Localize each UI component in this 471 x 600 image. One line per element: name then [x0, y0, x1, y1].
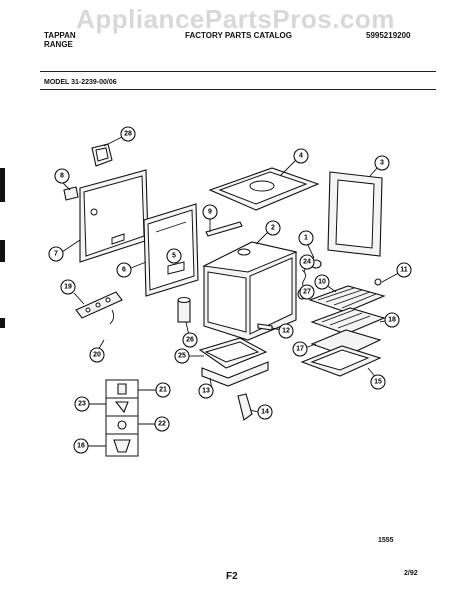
model-rule	[40, 89, 436, 90]
callout-23: 23	[74, 396, 90, 412]
callout-19: 19	[60, 279, 76, 295]
part-door-frame	[327, 171, 383, 257]
part-drawer	[198, 337, 268, 369]
drawing-number: 1555	[378, 537, 394, 544]
callout-26: 26	[182, 332, 198, 348]
catalog-title: FACTORY PARTS CATALOG	[185, 31, 292, 40]
page-number: F2	[226, 571, 238, 582]
callout-18: 18	[384, 312, 400, 328]
part-side-panel	[79, 169, 149, 263]
callout-3-label: 3	[380, 160, 384, 167]
callout-6: 6	[116, 262, 132, 278]
callout-4-label: 4	[299, 153, 303, 160]
callout-28: 28	[120, 126, 136, 142]
callout-8-label: 8	[60, 173, 64, 180]
callout-11-label: 11	[400, 267, 408, 274]
callout-11: 11	[396, 262, 412, 278]
callout-21: 21	[155, 382, 171, 398]
binding-mark	[0, 168, 5, 202]
part-bracket	[91, 143, 113, 167]
part-base	[201, 361, 269, 387]
part-leg	[257, 323, 273, 331]
callout-7: 7	[48, 246, 64, 262]
callout-14-label: 14	[261, 409, 269, 416]
part-oven-rack	[308, 285, 386, 313]
callout-17: 17	[292, 341, 308, 357]
callout-9-label: 9	[208, 209, 212, 216]
callout-2-label: 2	[271, 225, 275, 232]
callout-22: 22	[154, 416, 170, 432]
brand-line-2: RANGE	[44, 40, 73, 49]
callout-26-label: 26	[186, 337, 194, 344]
part-drawer-frame	[300, 345, 382, 377]
catalog-number: 5995219200	[366, 31, 411, 40]
binding-mark	[0, 318, 5, 328]
callout-21-label: 21	[159, 387, 167, 394]
callout-1-label: 1	[304, 235, 308, 242]
callout-7-label: 7	[54, 251, 58, 258]
callout-25-label: 25	[178, 353, 186, 360]
binding-mark	[0, 240, 5, 262]
part-screw	[374, 278, 382, 286]
callout-24: 24	[299, 254, 315, 270]
callout-9: 9	[202, 204, 218, 220]
revision-date: 2/92	[404, 570, 418, 577]
part-cylinder	[177, 297, 191, 323]
callout-5-label: 5	[172, 253, 176, 260]
header-rule	[40, 71, 436, 72]
callout-4: 4	[293, 148, 309, 164]
callout-19-label: 19	[64, 284, 72, 291]
part-probe	[237, 393, 253, 421]
callout-25: 25	[174, 348, 190, 364]
brand-line-1: TAPPAN	[44, 31, 76, 40]
part-valve-assembly	[75, 291, 123, 325]
callout-10: 10	[314, 274, 330, 290]
callout-13: 13	[198, 383, 214, 399]
part-top-panel	[208, 167, 320, 211]
model-number: MODEL 31-2239-00/06	[44, 79, 117, 86]
callout-13-label: 13	[202, 388, 210, 395]
callout-27: 27	[299, 284, 315, 300]
callout-16: 16	[73, 438, 89, 454]
callout-20-label: 20	[93, 352, 101, 359]
callout-17-label: 17	[296, 346, 304, 353]
part-hardware-kit	[105, 379, 139, 457]
callout-15-label: 15	[374, 379, 382, 386]
callout-24-label: 24	[303, 259, 311, 266]
callout-23-label: 23	[78, 401, 86, 408]
callout-14: 14	[257, 404, 273, 420]
callout-18-label: 18	[388, 317, 396, 324]
callout-2: 2	[265, 220, 281, 236]
watermark: AppliancePartsPros.com	[76, 4, 395, 34]
part-oven-body	[202, 241, 298, 341]
callout-12-label: 12	[282, 328, 290, 335]
callout-1: 1	[298, 230, 314, 246]
part-pad	[63, 186, 79, 201]
callout-20: 20	[89, 347, 105, 363]
callout-15: 15	[370, 374, 386, 390]
callout-5: 5	[166, 248, 182, 264]
callout-12: 12	[278, 323, 294, 339]
callout-10-label: 10	[318, 279, 326, 286]
callout-6-label: 6	[122, 267, 126, 274]
part-strip	[205, 221, 243, 237]
part-broil-pan	[310, 307, 386, 335]
callout-27-label: 27	[303, 289, 311, 296]
callout-28-label: 28	[124, 131, 132, 138]
callout-8: 8	[54, 168, 70, 184]
callout-3: 3	[374, 155, 390, 171]
callout-16-label: 16	[77, 443, 85, 450]
callout-22-label: 22	[158, 421, 166, 428]
